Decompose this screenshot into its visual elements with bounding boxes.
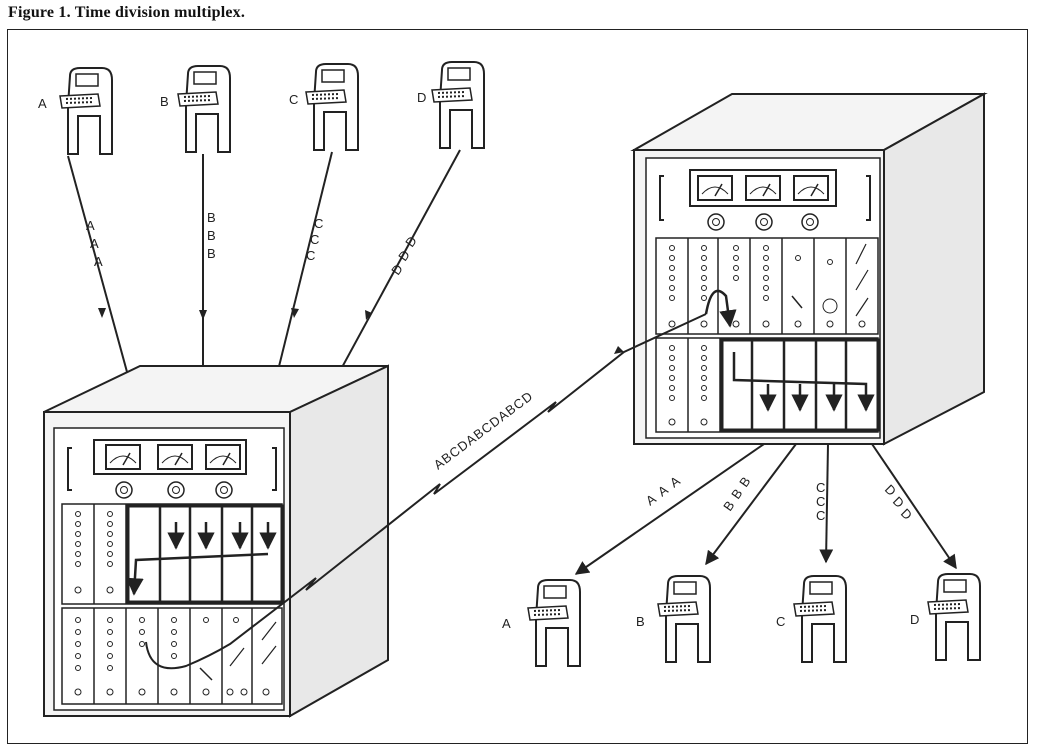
send-stream-b-1: B	[207, 210, 216, 225]
send-stream-a-2: A	[90, 236, 99, 251]
send-label-a: A	[38, 96, 47, 111]
recv-stream-d-3: D	[898, 506, 916, 524]
receiving-terminal-a	[527, 579, 581, 667]
send-stream-b-2: B	[207, 228, 216, 243]
recv-label-d: D	[910, 612, 919, 627]
sending-terminal-b	[177, 65, 231, 153]
send-stream-c-2: C	[310, 232, 320, 247]
send-stream-d-1: D	[402, 233, 420, 250]
figure-caption: Figure 1. Time division multiplex.	[8, 4, 246, 21]
send-stream-b-3: B	[207, 246, 216, 261]
recv-stream-a-3: A	[667, 473, 683, 491]
send-arrow-c	[291, 308, 299, 318]
recv-line-d	[871, 443, 957, 570]
figure-frame	[7, 29, 1028, 744]
send-stream-c-3: C	[306, 248, 316, 263]
left-multiplexer	[43, 364, 389, 718]
recv-line-a	[574, 443, 765, 575]
send-arrow-d	[365, 310, 372, 320]
recv-label-b: B	[636, 614, 645, 629]
receiving-terminal-c	[793, 575, 847, 663]
recv-stream-c-1: C	[816, 480, 826, 495]
recv-stream-a-1: A	[643, 491, 659, 509]
link-arrow	[614, 346, 624, 354]
receiving-terminal-b	[657, 575, 711, 663]
recv-stream-c-2: C	[816, 494, 826, 509]
send-label-d: D	[417, 90, 426, 105]
sending-terminal-a	[59, 67, 113, 155]
recv-stream-b-1: B	[720, 498, 738, 514]
recv-line-b	[705, 443, 797, 566]
send-stream-a-1: A	[86, 218, 95, 233]
recv-stream-c-3: C	[816, 508, 826, 523]
send-arrow-a	[98, 308, 106, 318]
right-demultiplexer	[630, 92, 988, 446]
recv-stream-b-3: B	[736, 474, 754, 490]
recv-stream-b-2: B	[728, 486, 746, 502]
send-arrow-b	[199, 310, 207, 320]
send-label-b: B	[160, 94, 169, 109]
send-stream-d-3: D	[388, 261, 406, 278]
receiving-terminal-d	[927, 573, 981, 661]
sending-terminal-d	[431, 61, 485, 149]
recv-label-c: C	[776, 614, 785, 629]
recv-label-a: A	[502, 616, 511, 631]
send-stream-d-2: D	[395, 247, 413, 264]
send-label-c: C	[289, 92, 298, 107]
multiplex-link	[145, 313, 707, 670]
send-stream-c-1: C	[314, 216, 324, 231]
recv-line-c	[819, 443, 834, 564]
sending-terminal-c	[305, 63, 359, 151]
recv-stream-a-2: A	[655, 482, 671, 500]
send-stream-a-3: A	[94, 254, 103, 269]
